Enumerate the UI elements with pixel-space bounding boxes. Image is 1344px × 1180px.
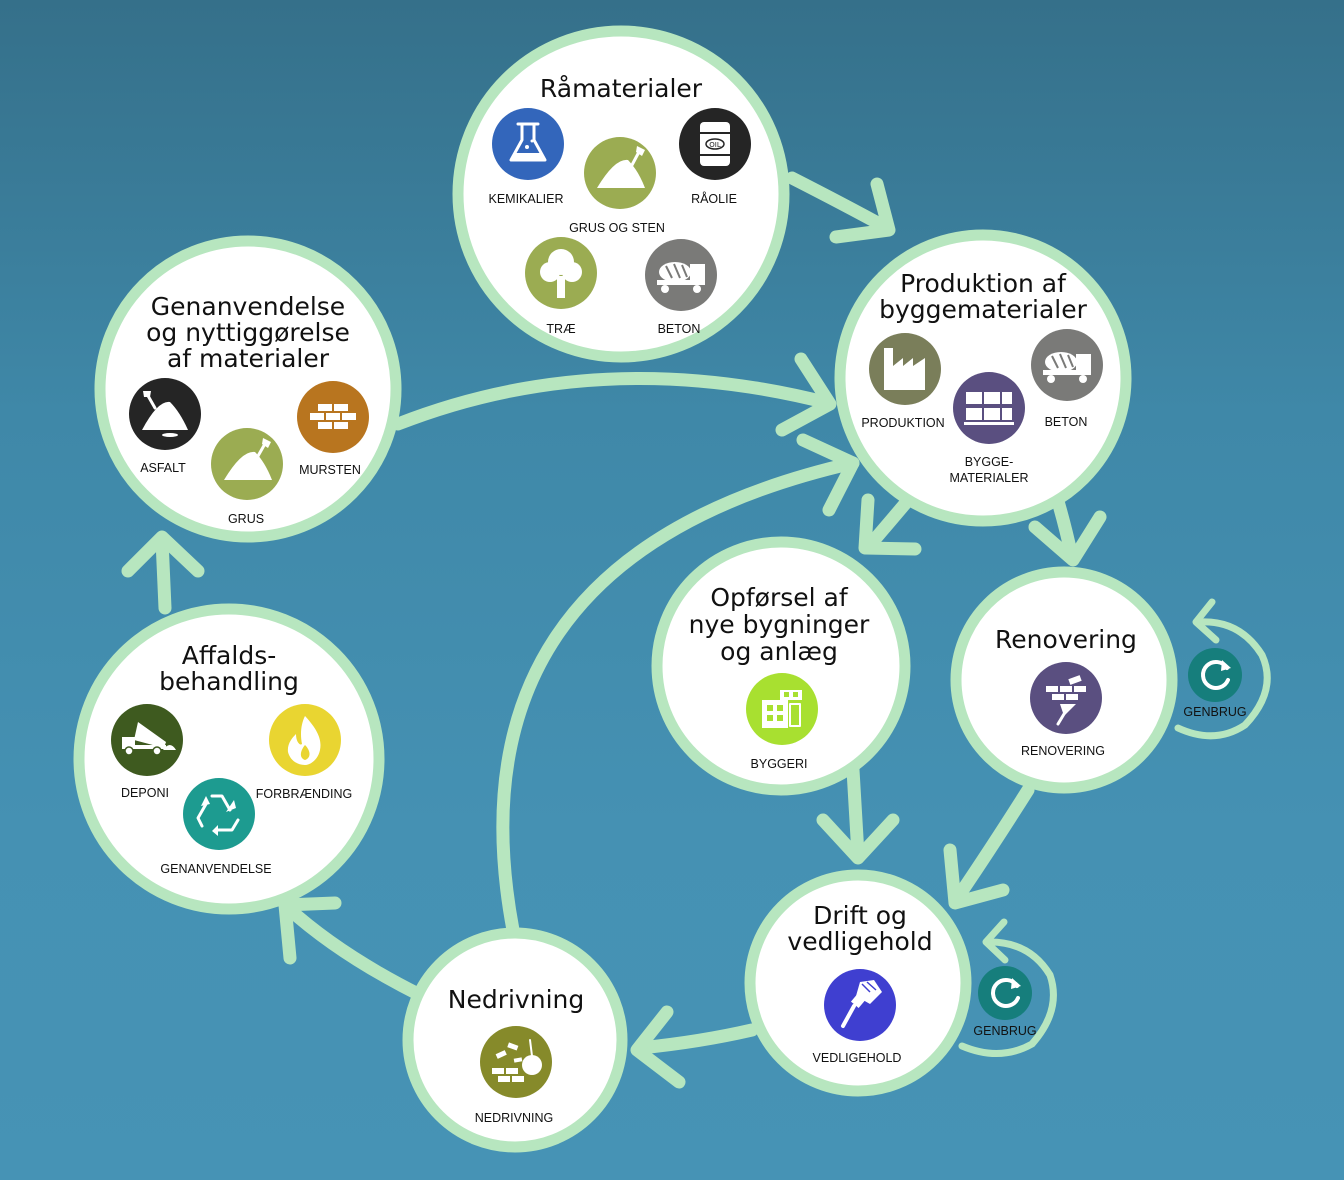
arrowhead-drift-to-nedrivning [630, 1005, 686, 1089]
node-title: Affalds-behandling [159, 641, 299, 696]
item-genanvendelse: GENANVENDELSE [160, 778, 272, 876]
arrow-produktion-to-opfoersel [863, 491, 917, 552]
item-raaolie: OIL RÅOLIE [679, 108, 751, 206]
arrowhead-affald-to-genanvendelse [121, 530, 205, 578]
node-title: Råmaterialer [540, 74, 703, 103]
item-beton-raa: BETON [645, 239, 717, 336]
node-title: Renovering [995, 625, 1137, 654]
item-label: DEPONI [121, 786, 169, 800]
flow-arrows [121, 171, 1271, 1089]
item-byggematerialer: BYGGE-MATERIALER [950, 372, 1029, 485]
item-deponi: DEPONI [111, 704, 183, 800]
genbrug-label: GENBRUG [973, 1024, 1036, 1038]
arrowhead-raamaterialer-to-produktion [829, 177, 896, 244]
item-trae: TRÆ [525, 237, 597, 336]
item-label: BETON [1045, 415, 1088, 429]
item-grus: GRUS [211, 428, 283, 526]
arrow-raamaterialer-to-produktion [785, 171, 894, 235]
item-kemikalier: KEMIKALIER [488, 108, 564, 206]
arrowhead-produktion-to-renovering [1028, 510, 1107, 567]
genbrug-loop-renovering [1174, 618, 1271, 740]
arrow-nedrivning-to-produktion [496, 456, 860, 937]
arrow-affald-to-genanvendelse [155, 533, 172, 615]
item-label: MURSTEN [299, 463, 361, 477]
arrowhead-nedrivning-to-produktion [796, 433, 860, 517]
arrowhead-genanvendelse-to-produktion [775, 352, 837, 437]
item-label: VEDLIGEHOLD [813, 1051, 902, 1065]
arrowhead-renovering-to-drift [943, 843, 1010, 910]
item-label: BETON [658, 322, 701, 336]
arrow-renovering-to-drift [949, 783, 1035, 907]
arrowhead-produktion-to-opfoersel [858, 493, 922, 556]
genbrug-badge-drift: GENBRUG [973, 966, 1037, 1038]
genbrug-loop-drift [958, 938, 1057, 1058]
item-beton-produktion: BETON [1031, 329, 1103, 429]
genbrug-loop-drift-head [982, 918, 1009, 964]
node-title: Nedrivning [448, 985, 584, 1014]
flask-icon [492, 108, 564, 180]
item-mursten: MURSTEN [297, 381, 369, 477]
genbrug-label: GENBRUG [1183, 705, 1246, 719]
item-label: RÅOLIE [691, 191, 737, 206]
item-renovering: RENOVERING [1021, 662, 1105, 758]
arrow-nedrivning-to-affald [281, 901, 427, 1002]
item-label: RENOVERING [1021, 744, 1105, 758]
item-asfalt: ASFALT [129, 378, 201, 475]
item-label: BYGGE-MATERIALER [950, 455, 1029, 485]
genbrug-loop-renovering-head [1192, 598, 1220, 644]
item-label: PRODUKTION [861, 416, 944, 430]
refresh-icon [1188, 648, 1242, 702]
item-label: GRUS [228, 512, 264, 526]
item-label: ASFALT [140, 461, 186, 475]
arrow-drift-to-nedrivning [633, 1023, 759, 1055]
item-grus-og-sten: GRUS OG STEN [569, 137, 665, 235]
item-forbraending: FORBRÆNDING [256, 704, 353, 801]
recycle-icon [183, 778, 255, 850]
item-label: FORBRÆNDING [256, 787, 353, 801]
item-nedrivning: NEDRIVNING [475, 1026, 553, 1125]
arrowhead-opfoersel-to-drift [816, 813, 900, 865]
item-label: TRÆ [546, 322, 575, 336]
item-label: BYGGERI [751, 757, 808, 771]
arrow-genanvendelse-to-produktion [391, 371, 835, 431]
item-byggeri: BYGGERI [746, 673, 818, 771]
item-label: KEMIKALIER [488, 192, 563, 206]
arrow-opfoersel-to-drift [846, 763, 865, 862]
refresh-icon [978, 966, 1032, 1020]
item-label: NEDRIVNING [475, 1111, 553, 1125]
arrowhead-nedrivning-to-affald [278, 896, 342, 965]
node-affald: Affalds-behandling [73, 603, 385, 915]
svg-text:OIL: OIL [709, 141, 721, 149]
item-produktion: PRODUKTION [861, 333, 945, 430]
genbrug-badge-renovering: GENBRUG [1183, 648, 1247, 719]
item-label: GRUS OG STEN [569, 221, 665, 235]
item-label: GENANVENDELSE [160, 862, 271, 876]
item-vedligehold: VEDLIGEHOLD [813, 969, 902, 1065]
